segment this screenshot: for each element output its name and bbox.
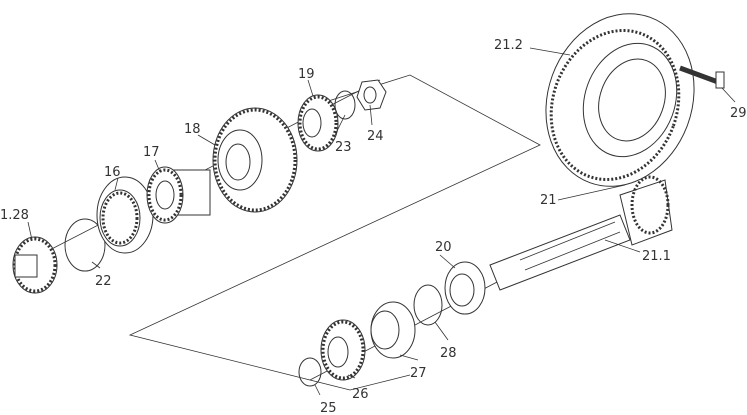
part-19-gear <box>297 94 339 152</box>
label-22: 22 <box>95 274 112 289</box>
label-24: 24 <box>367 129 384 144</box>
label-23: 23 <box>335 140 352 155</box>
part-20-bearing <box>444 261 486 315</box>
label-26: 26 <box>352 387 369 402</box>
part-21-2-ring-gear <box>545 13 695 187</box>
label-21: 21 <box>540 193 557 208</box>
label-21-1: 21.1 <box>642 249 671 264</box>
part-28-washer <box>413 284 443 326</box>
part-23-washer <box>334 90 356 120</box>
label-1-28: 1.28 <box>0 208 29 223</box>
part-16-synchro-ring <box>96 176 154 254</box>
label-19: 19 <box>298 67 315 82</box>
label-17: 17 <box>143 145 160 160</box>
part-27-bearing <box>370 301 416 359</box>
part-29-bolt <box>679 65 725 89</box>
label-16: 16 <box>104 165 121 180</box>
part-1-28-gear <box>12 236 58 294</box>
assembly-outline <box>128 74 541 391</box>
label-25: 25 <box>320 401 337 415</box>
part-26-gear <box>320 319 366 381</box>
part-24-nut <box>356 79 387 111</box>
label-20: 20 <box>435 240 452 255</box>
label-27: 27 <box>410 366 427 381</box>
part-17-hub <box>146 166 211 224</box>
label-18: 18 <box>184 122 201 137</box>
label-29: 29 <box>730 106 747 121</box>
leader-lines <box>27 47 736 396</box>
part-18-gear <box>212 107 298 213</box>
part-21-1-pinion-shaft <box>489 175 673 291</box>
label-28: 28 <box>440 346 457 361</box>
label-21-2: 21.2 <box>494 38 523 53</box>
part-22-circlip <box>64 218 106 272</box>
part-25-washer <box>298 357 322 387</box>
